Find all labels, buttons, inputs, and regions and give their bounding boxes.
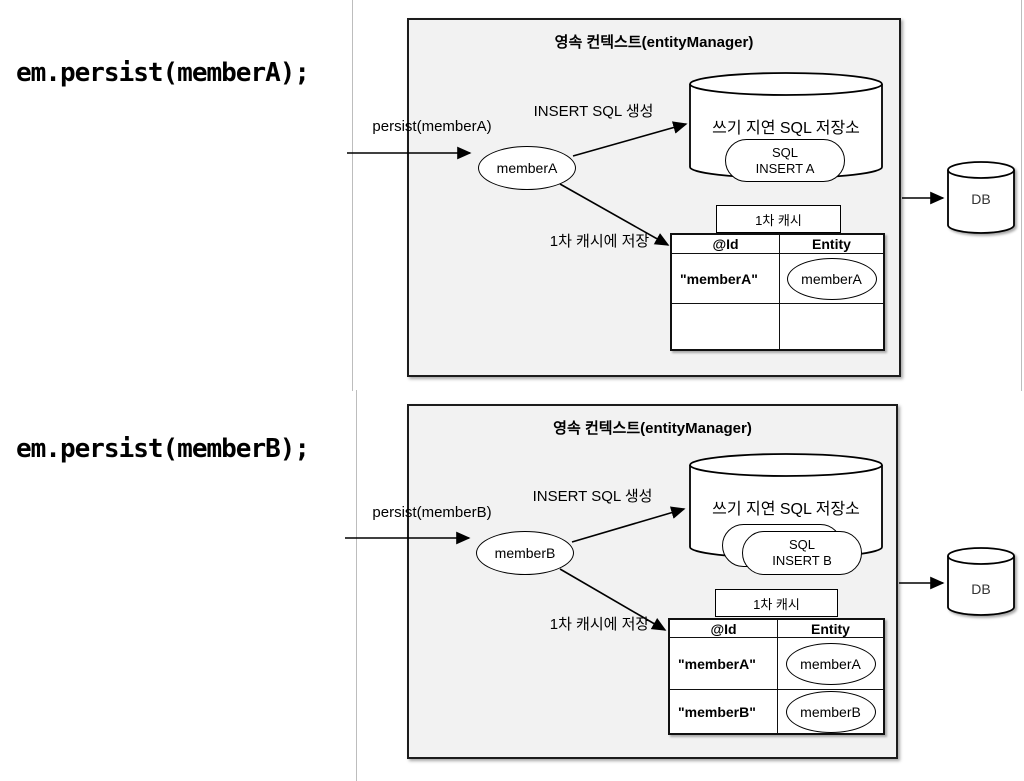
cache-cell-id-b1: "memberA" <box>670 638 778 689</box>
first-level-cache-title-box-b: 1차 캐시 <box>715 589 838 617</box>
cache-cell-entity-b1: memberA <box>778 638 883 689</box>
sql-insert-b-line2: INSERT B <box>772 553 832 568</box>
cache-row-membera-a: "memberA" memberA <box>672 254 883 304</box>
code-em-persist-a: em.persist(memberA); <box>16 58 310 88</box>
cache-col-id-header-b: @Id <box>670 620 778 637</box>
slide-right-border-top <box>1021 0 1022 391</box>
first-level-cache-title-box-a: 1차 캐시 <box>716 205 841 233</box>
sql-store-title-b: 쓰기 지연 SQL 저장소 <box>712 501 860 518</box>
cache-col-entity-header-a: Entity <box>812 236 851 252</box>
db-label-a: DB <box>971 191 991 207</box>
persistence-context-title-b: 영속 컨텍스트(entityManager) <box>553 420 752 437</box>
sql-insert-b-line1: SQL <box>788 537 815 553</box>
first-level-cache-title-b: 1차 캐시 <box>753 596 800 612</box>
persistence-context-title-a: 영속 컨텍스트(entityManager) <box>554 34 754 51</box>
cache-save-arrow-label-b: 1차 캐시에 저장 <box>549 616 650 633</box>
first-level-cache-title-a: 1차 캐시 <box>755 212 802 228</box>
persist-call-label-a: persist(memberA) <box>372 118 492 135</box>
entity-ellipse-b: memberB <box>476 531 574 575</box>
cache-col-entity-header-b: Entity <box>811 620 850 637</box>
cache-entity-ellipse-b1: memberA <box>785 642 876 685</box>
cache-table-header-row-b: @Id Entity <box>670 620 883 638</box>
cache-row-memberb-b: "memberB" memberB <box>670 690 883 733</box>
cache-cell-entity-a2 <box>780 304 883 349</box>
entity-ellipse-a: memberA <box>478 146 576 190</box>
cache-table-header-row-a: @Id Entity <box>672 235 883 254</box>
sql-insert-b-stadium: SQL INSERT B <box>742 531 862 575</box>
sql-insert-a-stadium: SQL INSERT A <box>725 139 845 182</box>
db-label-b: DB <box>971 581 991 597</box>
cache-row-membera-b: "memberA" memberA <box>670 638 883 690</box>
cache-col-id-header-a: @Id <box>672 235 780 253</box>
cache-cell-id-a1: "memberA" <box>672 254 780 303</box>
slide-left-border-top <box>352 0 353 391</box>
cache-cell-id-a2 <box>672 304 780 349</box>
cache-entity-ellipse-a1: memberA <box>786 257 877 300</box>
cache-cell-entity-a1: memberA <box>780 254 883 303</box>
sql-insert-a-line2: INSERT A <box>755 160 815 176</box>
persist-call-label-b: persist(memberB) <box>372 504 492 521</box>
cache-cell-id-b2: "memberB" <box>670 690 778 733</box>
entity-ellipse-label-b: memberB <box>494 545 556 561</box>
sql-insert-a-line1: SQL <box>771 144 798 160</box>
insert-sql-arrow-label-b: INSERT SQL 생성 <box>532 488 653 505</box>
insert-sql-arrow-label-a: INSERT SQL 생성 <box>533 103 654 120</box>
first-level-cache-table-b: @Id Entity "memberA" memberA "memberB" m… <box>668 618 885 735</box>
code-em-persist-b: em.persist(memberB); <box>16 434 310 464</box>
cache-cell-entity-b2: memberB <box>778 690 883 733</box>
cache-entity-ellipse-b2: memberB <box>785 690 876 733</box>
sql-store-title-a: 쓰기 지연 SQL 저장소 <box>712 120 860 137</box>
first-level-cache-table-a: @Id Entity "memberA" memberA <box>670 233 885 351</box>
cache-row-empty-a <box>672 304 883 349</box>
slide-left-border-bottom <box>356 390 357 781</box>
cache-save-arrow-label-a: 1차 캐시에 저장 <box>549 233 650 250</box>
entity-ellipse-label-a: memberA <box>496 160 558 176</box>
